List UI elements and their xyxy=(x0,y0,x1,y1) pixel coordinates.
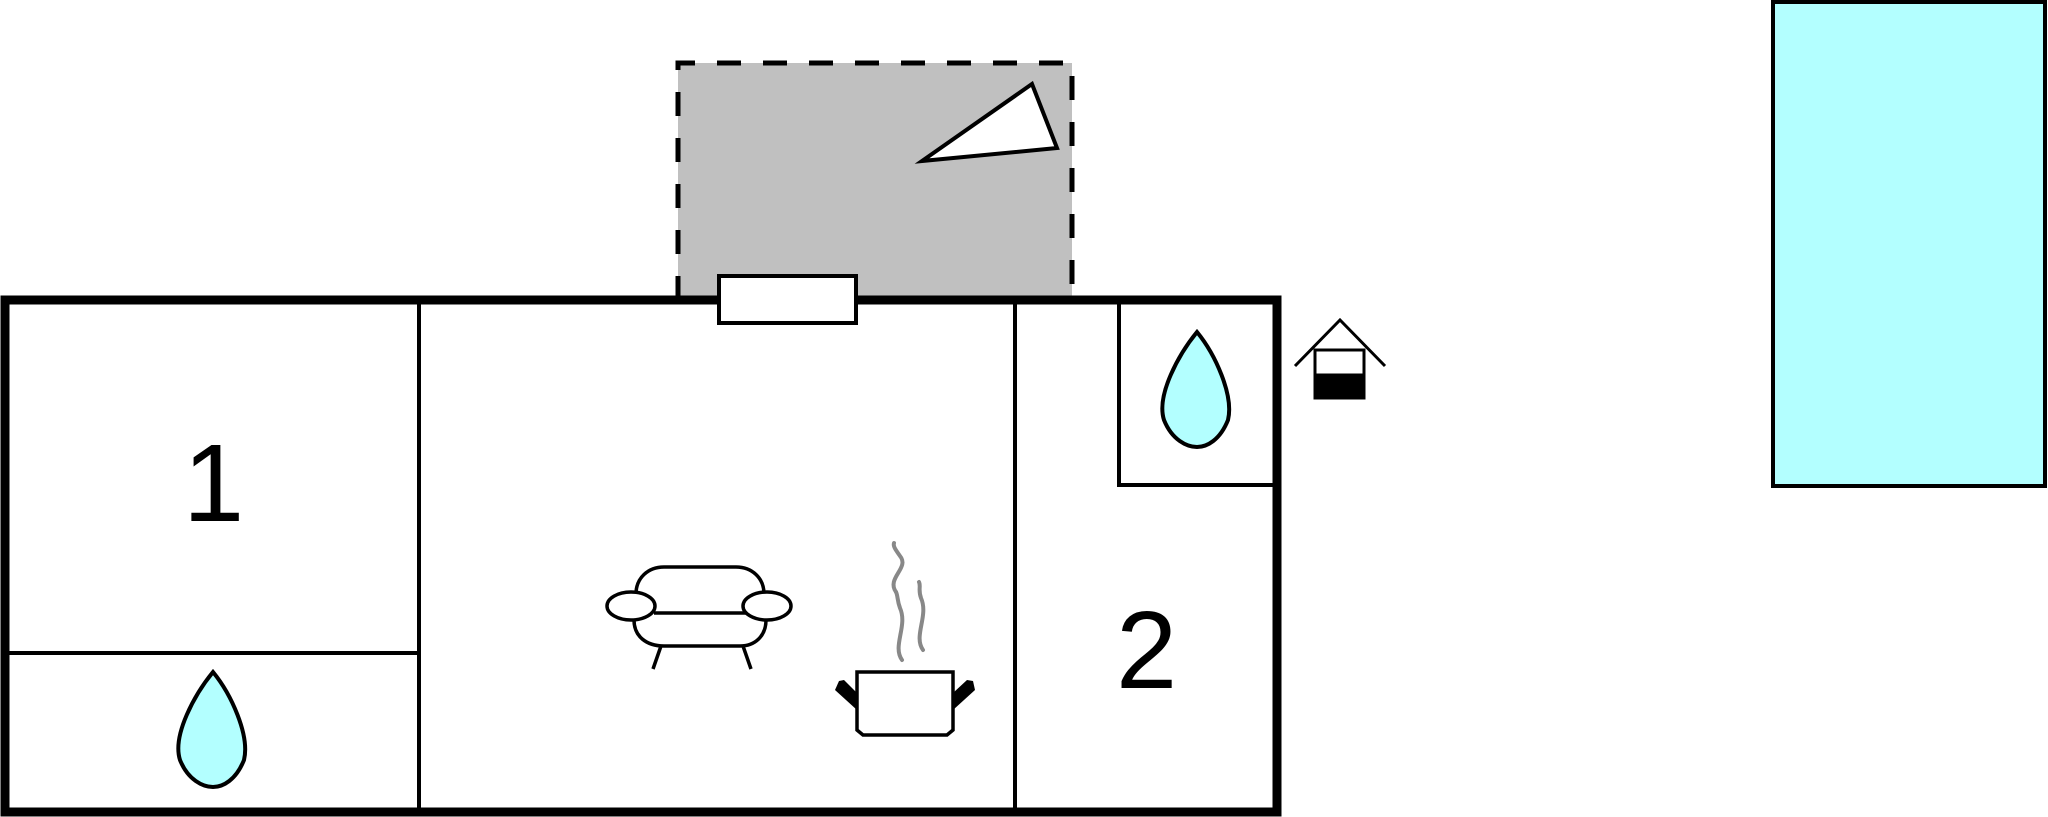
room-label-1: 1 xyxy=(183,422,244,545)
sofa-icon xyxy=(605,565,793,670)
room-label-2: 2 xyxy=(1116,589,1177,712)
swimming-pool xyxy=(1771,0,2047,488)
wind-direction-icon xyxy=(914,80,1060,164)
interior-walls xyxy=(8,302,1273,810)
outer-walls xyxy=(0,295,1282,817)
window xyxy=(717,274,858,325)
water-drop-icon xyxy=(1160,328,1232,450)
water-drop-icon xyxy=(176,668,248,790)
cooking-pot-icon xyxy=(835,541,975,737)
well-house-icon xyxy=(1293,317,1387,400)
